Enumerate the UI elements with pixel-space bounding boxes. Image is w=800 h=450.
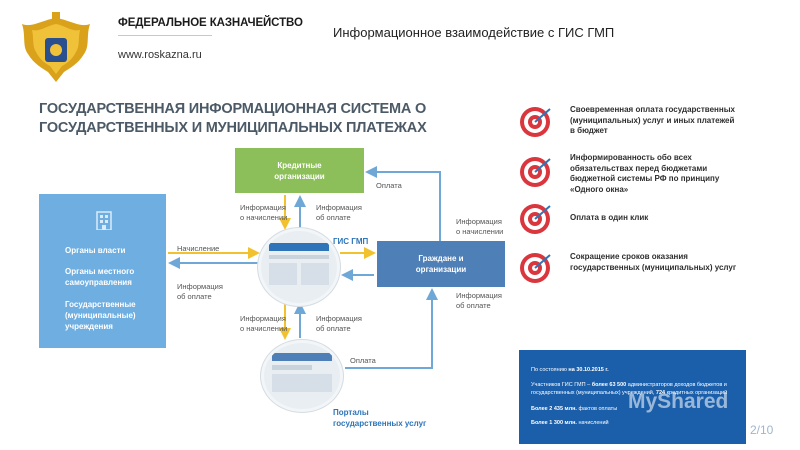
target-icon — [519, 251, 552, 284]
portal-label: Порталы государственных услуг — [333, 408, 427, 428]
authorities-item: Государственные (муниципальные) учрежден… — [65, 300, 136, 331]
credit-orgs-label: Кредитные организации — [274, 160, 325, 181]
stats-date: По состоянию на 30.10.2015 г. — [531, 367, 609, 373]
benefit-item: Своевременная оплата государственных (му… — [570, 105, 735, 135]
org-url[interactable]: www.roskazna.ru — [118, 49, 202, 61]
info-charge-label: Информация о начислении — [456, 217, 504, 236]
stats-participants: Участников ГИС ГМП – более 63 500 админи… — [531, 382, 728, 396]
authorities-box: Органы власти Органы местного самоуправл… — [39, 194, 166, 348]
target-icon — [519, 105, 552, 138]
info-charge-label: Информация о начислении — [240, 203, 288, 222]
stats-charges: Более 1 300 млн. начислений — [531, 420, 609, 426]
stats-panel: По состоянию на 30.10.2015 г. Участников… — [519, 350, 746, 444]
emblem-icon — [12, 10, 100, 90]
target-icon — [519, 155, 552, 188]
slide-title: Информационное взаимодействие с ГИС ГМП — [333, 25, 615, 40]
citizens-box: Граждане и организации — [377, 241, 505, 287]
authorities-item: Органы власти — [65, 246, 126, 255]
info-payment-label: Информация об оплате — [177, 282, 223, 301]
org-name: ФЕДЕРАЛЬНОЕ КАЗНАЧЕЙСТВО — [118, 17, 303, 29]
info-charge-label: Информация о начислении — [240, 314, 288, 333]
authorities-item: Органы местного самоуправления — [65, 267, 135, 287]
citizens-label: Граждане и организации — [415, 254, 467, 274]
target-icon — [519, 202, 552, 235]
header-divider — [118, 35, 212, 36]
gis-label: ГИС ГМП — [333, 237, 369, 246]
portal-screenshot — [261, 340, 343, 412]
payment-label: Оплата — [350, 356, 376, 365]
benefit-item: Оплата в один клик — [570, 213, 649, 222]
charge-label: Начисление — [177, 244, 220, 253]
payment-label: Оплата — [376, 181, 402, 190]
info-payment-label: Информация об оплате — [456, 291, 502, 310]
stats-facts: Более 2 435 млн. фактов оплаты — [531, 406, 618, 412]
page-counter: 2/10 — [750, 423, 774, 437]
building-icon — [94, 208, 114, 233]
info-payment-label: Информация об оплате — [316, 314, 362, 333]
benefit-item: Информированность обо всех обязательства… — [570, 153, 720, 194]
info-payment-label: Информация об оплате — [316, 203, 362, 222]
watermark: MyShared — [628, 390, 729, 413]
benefit-item: Сокращение сроков оказания государственн… — [570, 252, 737, 272]
main-title: ГОСУДАРСТВЕННАЯ ИНФОРМАЦИОННАЯ СИСТЕМА О… — [39, 101, 427, 136]
gis-screenshot — [258, 228, 340, 306]
credit-orgs-box: Кредитные организации — [235, 148, 364, 193]
